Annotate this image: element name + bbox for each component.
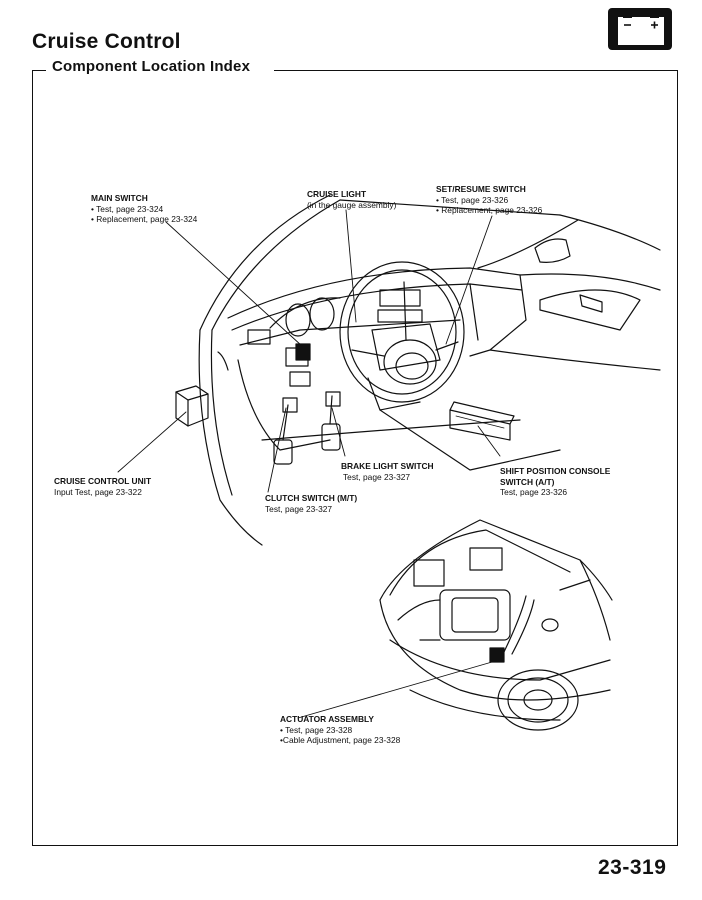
actuator-heading: ACTUATOR ASSEMBLY <box>280 714 374 724</box>
cruise-light-location: (in the gauge assembly) <box>307 199 397 210</box>
actuator-test-ref: • Test, page 23-328 <box>280 724 353 735</box>
actuator-callout: ACTUATOR ASSEMBLY • Test, page 23-328 •C… <box>280 714 400 746</box>
set-resume-replacement-ref: • Replacement, page 23-326 <box>436 205 543 215</box>
clutch-switch-test-ref: Test, page 23-327 <box>265 503 333 514</box>
content-frame <box>32 70 678 846</box>
shift-position-heading-line2: SWITCH (A/T) <box>500 476 555 487</box>
shift-position-test-ref: Test, page 23-326 <box>500 487 568 497</box>
engine-bay-drawing <box>379 519 613 731</box>
brake-light-heading: BRAKE LIGHT SWITCH <box>341 461 434 471</box>
page-number: 23-319 <box>598 856 667 879</box>
frame-top-edge-right <box>274 70 677 71</box>
set-resume-callout: SET/RESUME SWITCH • Test, page 23-326 • … <box>436 184 542 216</box>
cruise-light-heading: CRUISE LIGHT <box>307 189 367 199</box>
cruise-unit-test-ref: Input Test, page 23-322 <box>54 486 142 497</box>
set-resume-heading: SET/RESUME SWITCH <box>436 184 526 194</box>
shift-position-callout: SHIFT POSITION CONSOLE SWITCH (A/T) Test… <box>500 466 610 498</box>
cruise-unit-heading: CRUISE CONTROL UNIT <box>54 476 152 486</box>
main-switch-heading: MAIN SWITCH <box>91 193 148 203</box>
clutch-switch-callout: CLUTCH SWITCH (M/T) Test, page 23-327 <box>265 493 357 514</box>
set-resume-test-ref: • Test, page 23-326 <box>436 194 509 205</box>
cruise-light-callout: CRUISE LIGHT (in the gauge assembly) <box>307 189 396 210</box>
leader-lines <box>117 209 501 719</box>
shift-position-heading: SHIFT POSITION CONSOLE <box>500 466 611 476</box>
dashboard-drawing <box>175 194 661 546</box>
clutch-switch-heading: CLUTCH SWITCH (M/T) <box>265 493 358 503</box>
actuator-cable-ref: •Cable Adjustment, page 23-328 <box>280 735 401 745</box>
battery-icon <box>608 8 672 50</box>
main-switch-callout: MAIN SWITCH • Test, page 23-324 • Replac… <box>91 193 197 225</box>
brake-light-test-ref: Test, page 23-327 <box>343 471 411 482</box>
page-title: Cruise Control <box>32 30 181 53</box>
main-switch-replacement-ref: • Replacement, page 23-324 <box>91 214 198 224</box>
main-switch-test-ref: • Test, page 23-324 <box>91 203 164 214</box>
section-subtitle: Component Location Index <box>52 58 251 75</box>
frame-top-edge-left <box>32 70 46 71</box>
brake-light-callout: BRAKE LIGHT SWITCH Test, page 23-327 <box>341 461 434 482</box>
cruise-unit-callout: CRUISE CONTROL UNIT Input Test, page 23-… <box>54 476 151 497</box>
